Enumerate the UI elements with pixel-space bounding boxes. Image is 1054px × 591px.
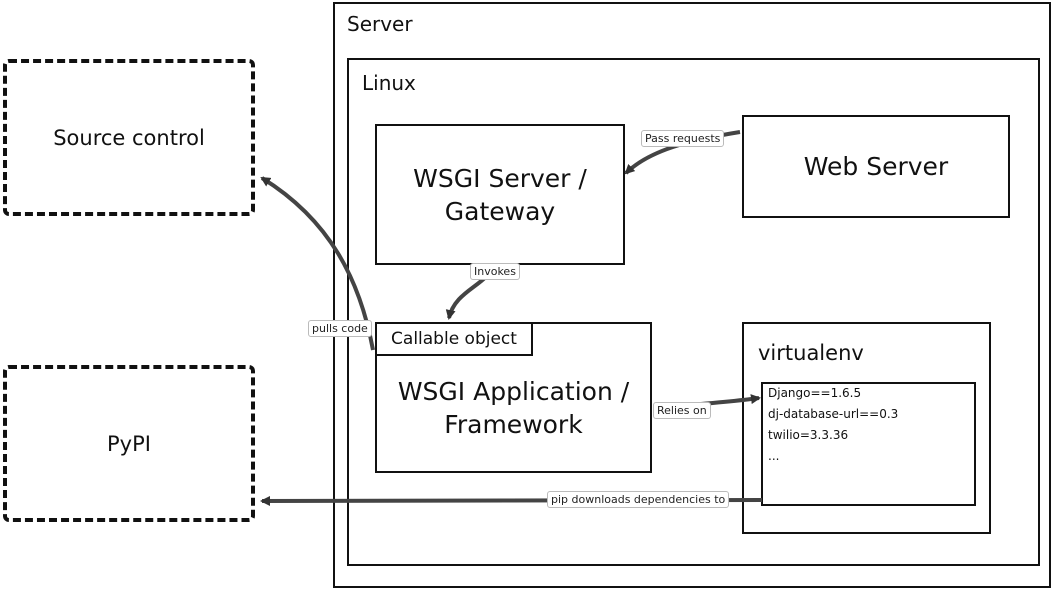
wsgi-app-line2: Framework — [444, 409, 583, 439]
source-control-label: Source control — [53, 125, 205, 150]
pass-requests-label: Pass requests — [641, 130, 725, 147]
linux-label: Linux — [362, 71, 416, 95]
dependency-item: dj-database-url==0.3 — [768, 407, 899, 421]
web-server-label: Web Server — [803, 152, 949, 181]
dependency-item: ... — [768, 449, 780, 463]
pypi-label: PyPI — [107, 431, 151, 456]
dependency-item: Django==1.6.5 — [768, 386, 862, 400]
wsgi-app-line1: WSGI Application / — [397, 376, 630, 406]
relies-on-label: Relies on — [653, 402, 711, 419]
server-label: Server — [347, 12, 413, 36]
web-server-box: Web Server — [742, 115, 1010, 218]
callable-object-box: Callable object — [375, 322, 533, 356]
pulls-code-label: pulls code — [308, 320, 372, 337]
dependency-list: Django==1.6.5 dj-database-url==0.3 twili… — [768, 383, 898, 467]
dependency-item: twilio=3.3.36 — [768, 428, 849, 442]
dependencies-box — [761, 382, 976, 506]
pypi-box: PyPI — [3, 365, 255, 522]
virtualenv-label: virtualenv — [758, 341, 864, 365]
callable-object-label: Callable object — [391, 329, 517, 349]
invokes-label: Invokes — [470, 263, 520, 280]
pip-downloads-label: pip downloads dependencies to — [547, 491, 730, 508]
source-control-box: Source control — [3, 59, 255, 216]
wsgi-server-line1: WSGI Server / — [413, 163, 587, 193]
wsgi-server-line2: Gateway — [444, 196, 556, 226]
wsgi-server-box: WSGI Server / Gateway — [375, 124, 625, 265]
